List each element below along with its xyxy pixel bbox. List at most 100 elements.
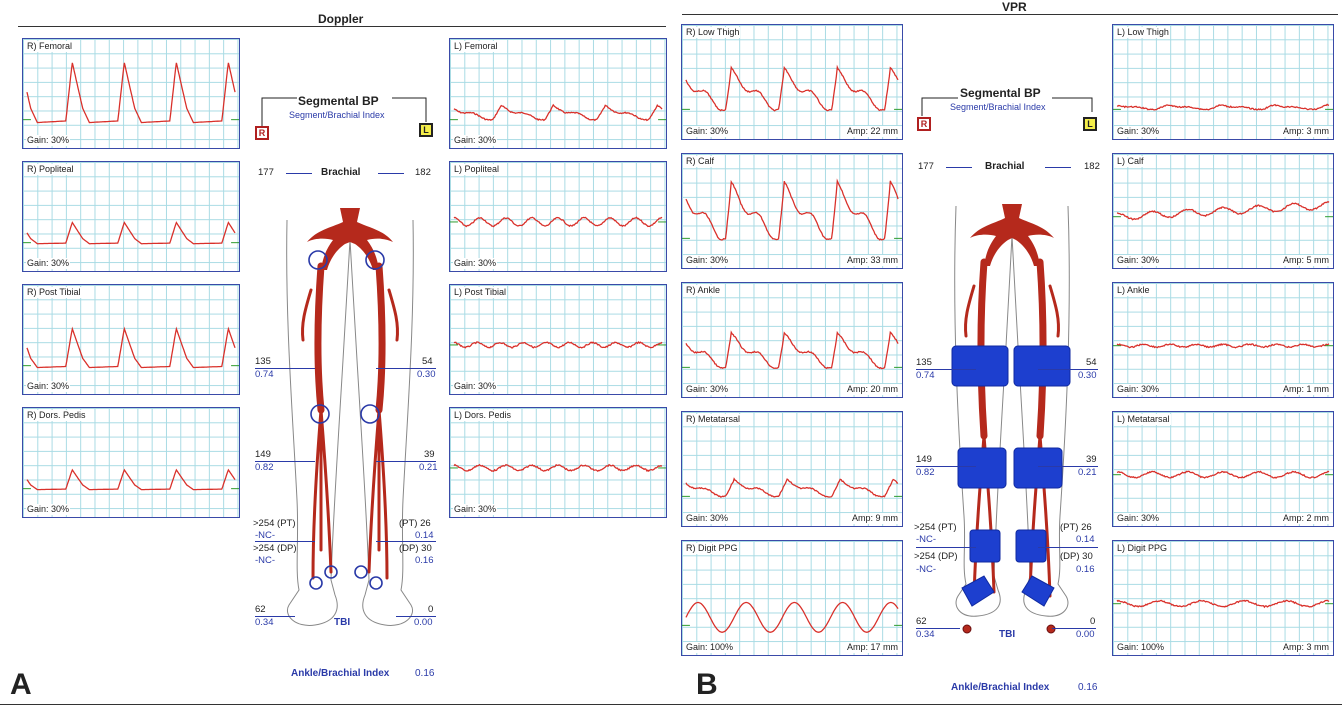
doppler-panel-r-femoral: R) Femoral Gain: 30% xyxy=(22,38,240,149)
doppler-panel-l-post-tibial: L) Post Tibial Gain: 30% xyxy=(449,284,667,395)
toe-left-pressure: 0 xyxy=(428,604,434,615)
left-side-marker: L xyxy=(1083,117,1097,131)
toe-left-index: 0.00 xyxy=(414,617,433,628)
panel-gain: Gain: 30% xyxy=(453,258,498,269)
calf-right-pressure: 149 xyxy=(916,454,932,465)
panel-title: R) Popliteal xyxy=(26,164,75,175)
right-side-marker: R xyxy=(917,117,931,131)
vpr-panel-l-metatarsal: L) Metatarsal Gain: 30% Amp: 2 mm xyxy=(1112,411,1334,527)
ankle-right-dp: >254 (DP) xyxy=(253,543,297,554)
panel-amp: Amp: 33 mm xyxy=(845,255,899,266)
doppler-title: Doppler xyxy=(318,12,364,26)
panel-title: L) Ankle xyxy=(1116,285,1151,296)
legs-arterial-diagram xyxy=(286,208,414,626)
legs-cuff-diagram xyxy=(951,204,1071,634)
abi-value: 0.16 xyxy=(415,668,435,679)
panel-title: R) Post Tibial xyxy=(26,287,82,298)
thigh-right-line xyxy=(916,369,976,370)
doppler-seg-subtitle: Segment/Brachial Index xyxy=(289,110,385,120)
panel-amp: Amp: 22 mm xyxy=(845,126,899,137)
ankle-left-pt-index: 0.14 xyxy=(1076,534,1095,545)
toe-right-pressure: 62 xyxy=(916,616,927,627)
panel-title: L) Femoral xyxy=(453,41,499,52)
thigh-left-pressure: 54 xyxy=(1086,357,1097,368)
brachial-right-value: 177 xyxy=(258,167,274,178)
abi-value: 0.16 xyxy=(1078,682,1098,693)
doppler-title-rule xyxy=(18,26,666,27)
vpr-seg-bracket xyxy=(921,97,1093,116)
panel-gain: Gain: 30% xyxy=(26,135,71,146)
ankle-left-dp-index: 0.16 xyxy=(1076,564,1095,575)
thigh-left-pressure: 54 xyxy=(422,356,433,367)
ankle-right-dp-nc: -NC- xyxy=(916,564,937,575)
waveform xyxy=(1113,470,1333,479)
panel-title: L) Calf xyxy=(1116,156,1145,167)
panel-amp: Amp: 17 mm xyxy=(845,642,899,653)
doppler-panel-l-popliteal: L) Popliteal Gain: 30% xyxy=(449,161,667,272)
waveform xyxy=(450,216,666,228)
vpr-panel-r-low-thigh: R) Low Thigh Gain: 30% Amp: 22 mm xyxy=(681,24,903,140)
abi-label: Ankle/Brachial Index xyxy=(291,668,390,679)
brachial-line xyxy=(378,173,404,174)
calf-right-line xyxy=(916,466,976,467)
panel-gain: Gain: 30% xyxy=(453,381,498,392)
ankle-left-dp-index: 0.16 xyxy=(415,555,434,566)
vpr-panel-r-metatarsal: R) Metatarsal Gain: 30% Amp: 9 mm xyxy=(681,411,903,527)
panel-title: L) Post Tibial xyxy=(453,287,508,298)
thigh-right-line xyxy=(255,368,315,369)
vpr-title: VPR xyxy=(1002,0,1027,14)
tbi-label: TBI xyxy=(999,629,1016,640)
brachial-left-value: 182 xyxy=(415,167,431,178)
ankle-right-dp: >254 (DP) xyxy=(914,551,958,562)
waveform xyxy=(23,221,239,245)
toe-left-line xyxy=(1052,628,1096,629)
panel-gain: Gain: 30% xyxy=(685,513,730,524)
panel-amp: Amp: 5 mm xyxy=(1281,255,1330,266)
thigh-right-pressure: 135 xyxy=(255,356,271,367)
ankle-right-line xyxy=(916,547,976,548)
calf-right-index: 0.82 xyxy=(916,467,935,478)
vpr-panel-r-ankle: R) Ankle Gain: 30% Amp: 20 mm xyxy=(681,282,903,398)
thigh-left-index: 0.30 xyxy=(417,369,436,380)
waveform xyxy=(23,62,239,124)
waveform xyxy=(682,330,902,370)
waveform xyxy=(1113,342,1333,349)
calf-right-index: 0.82 xyxy=(255,462,274,473)
panel-amp: Amp: 1 mm xyxy=(1281,384,1330,395)
waveform xyxy=(1113,103,1333,111)
toe-left-pressure: 0 xyxy=(1090,616,1096,627)
vpr-seg-title: Segmental BP xyxy=(960,86,1041,100)
doppler-seg-title: Segmental BP xyxy=(298,94,379,108)
panel-a-label: A xyxy=(10,668,32,701)
brachial-left-value: 182 xyxy=(1084,161,1100,172)
panel-gain: Gain: 30% xyxy=(685,126,730,137)
calf-left-line xyxy=(376,461,436,462)
ankle-right-dp-nc: -NC- xyxy=(255,555,276,566)
ankle-left-dp: (DP) 30 xyxy=(1060,551,1093,562)
panel-gain: Gain: 30% xyxy=(1116,384,1161,395)
waveform xyxy=(450,103,666,122)
panel-title: R) Calf xyxy=(685,156,716,167)
panel-gain: Gain: 30% xyxy=(1116,126,1161,137)
toe-right-line xyxy=(255,616,295,617)
brachial-label: Brachial xyxy=(985,161,1025,172)
vpr-seg-subtitle: Segment/Brachial Index xyxy=(950,102,1046,112)
toe-left-index: 0.00 xyxy=(1076,629,1095,640)
panel-title: L) Low Thigh xyxy=(1116,27,1170,38)
vpr-panel-r-calf: R) Calf Gain: 30% Amp: 33 mm xyxy=(681,153,903,269)
panel-gain: Gain: 30% xyxy=(1116,513,1161,524)
waveform xyxy=(23,468,239,491)
waveform xyxy=(682,64,902,112)
ankle-left-dp: (DP) 30 xyxy=(399,543,432,554)
panel-gain: Gain: 100% xyxy=(1116,642,1166,653)
ankle-right-line xyxy=(255,541,315,542)
panel-title: L) Dors. Pedis xyxy=(453,410,513,421)
panel-title: R) Ankle xyxy=(685,285,722,296)
panel-title: R) Metatarsal xyxy=(685,414,742,425)
panel-amp: Amp: 3 mm xyxy=(1281,126,1330,137)
thigh-right-index: 0.74 xyxy=(916,370,935,381)
vpr-panel-l-digit-ppg: L) Digit PPG Gain: 100% Amp: 3 mm xyxy=(1112,540,1334,656)
vpr-panel-l-low-thigh: L) Low Thigh Gain: 30% Amp: 3 mm xyxy=(1112,24,1334,140)
thigh-left-line xyxy=(1038,369,1098,370)
panel-gain: Gain: 30% xyxy=(685,255,730,266)
